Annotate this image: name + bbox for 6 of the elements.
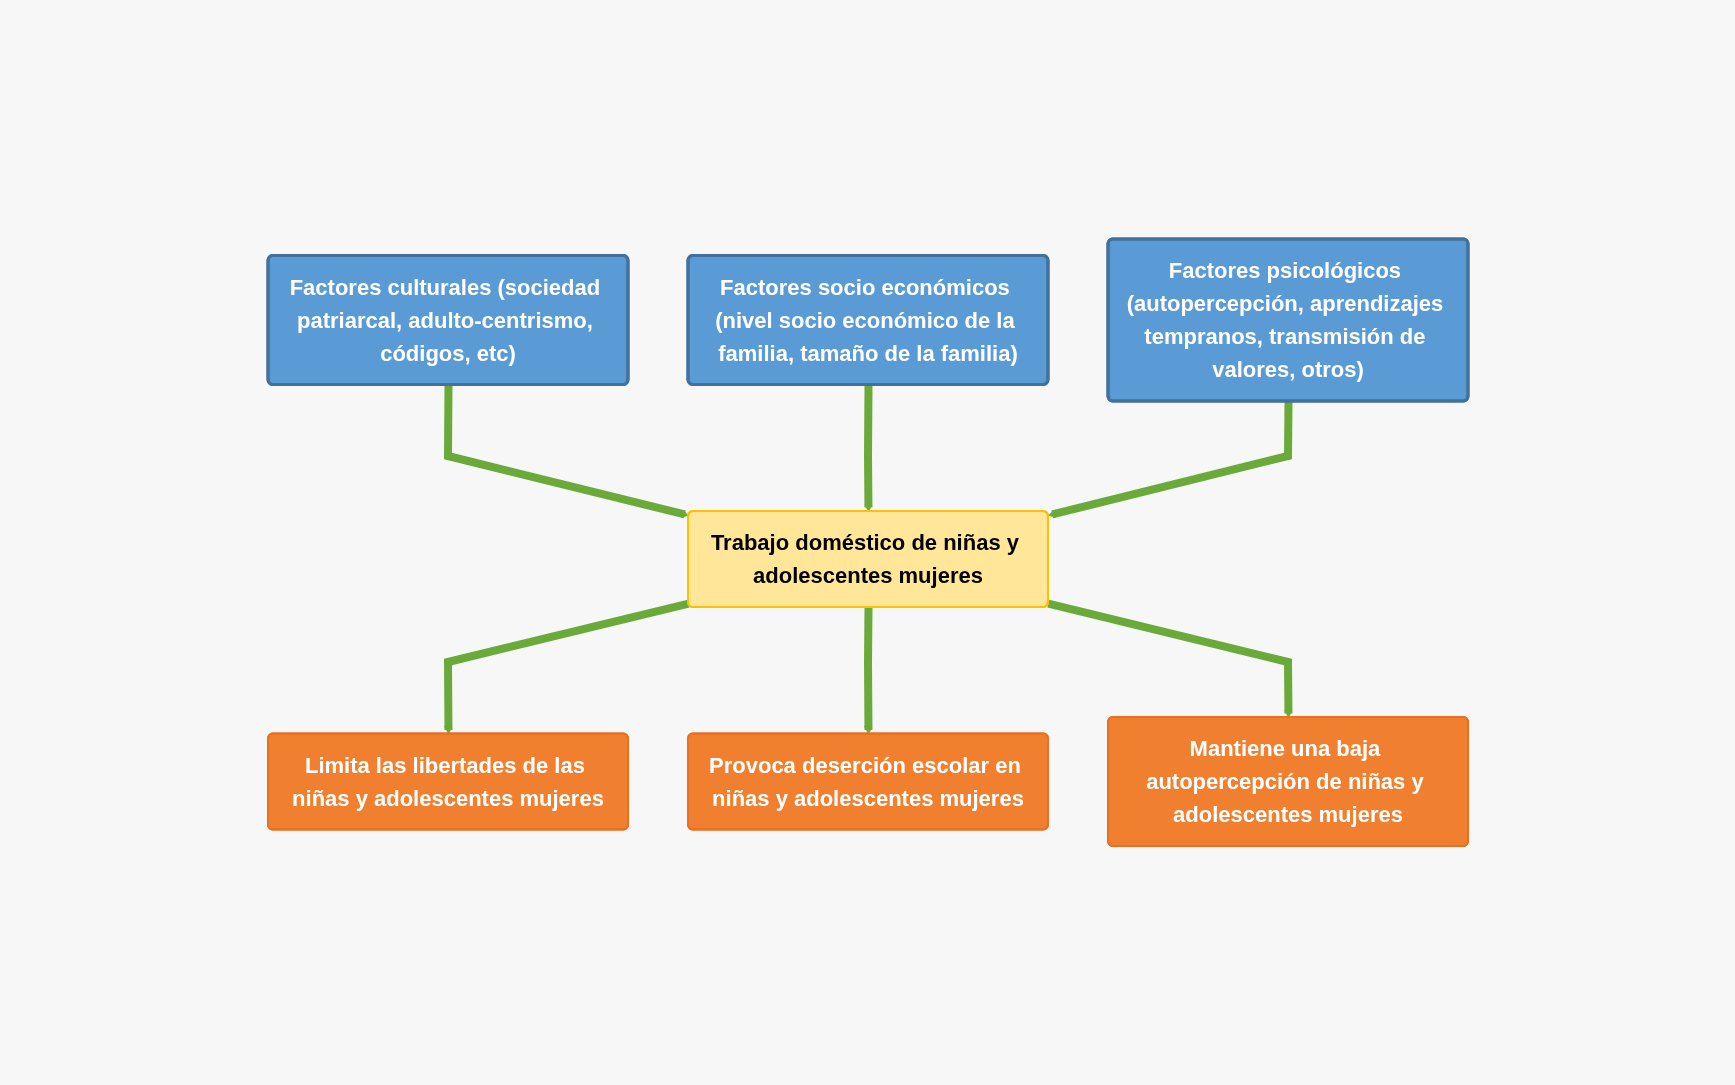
arrow [863, 607, 873, 735]
arrow [863, 384, 873, 512]
arrow [443, 384, 689, 519]
arrow [443, 599, 690, 735]
arrow [1047, 401, 1292, 519]
arrow [1046, 599, 1293, 718]
